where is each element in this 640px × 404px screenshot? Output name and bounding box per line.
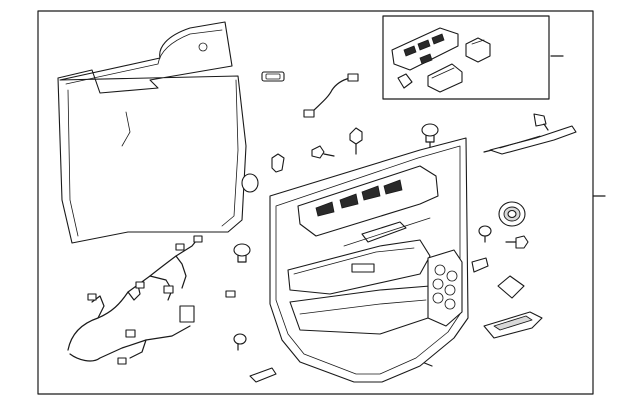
clip-right bbox=[471, 257, 489, 273]
screw-bottom-left bbox=[233, 333, 247, 351]
wiring-harness bbox=[67, 235, 203, 365]
door-pull-handle bbox=[497, 275, 525, 299]
water-shield bbox=[57, 21, 247, 244]
screw-2 bbox=[311, 145, 335, 159]
grommet-round bbox=[241, 173, 259, 193]
small-clip bbox=[225, 290, 236, 298]
screw-1 bbox=[349, 127, 363, 155]
handle-bezel bbox=[483, 311, 543, 339]
diagram-frame bbox=[37, 10, 594, 395]
push-clip-top bbox=[421, 123, 439, 149]
grommet bbox=[261, 71, 285, 82]
screw-right-2 bbox=[505, 235, 529, 249]
speaker-housing bbox=[498, 201, 526, 227]
shield-hole bbox=[198, 42, 208, 52]
push-clip-left bbox=[233, 243, 251, 263]
window-switch-assembly bbox=[382, 15, 550, 100]
trim-molding bbox=[483, 113, 577, 155]
door-trim-panel bbox=[269, 137, 469, 383]
wire-connector bbox=[303, 73, 359, 118]
speaker-grille bbox=[427, 249, 463, 327]
trim-clip-bottom bbox=[249, 367, 277, 383]
screw-right-1 bbox=[478, 225, 492, 243]
switch-inset-box bbox=[382, 15, 550, 100]
clip-1 bbox=[271, 153, 285, 173]
